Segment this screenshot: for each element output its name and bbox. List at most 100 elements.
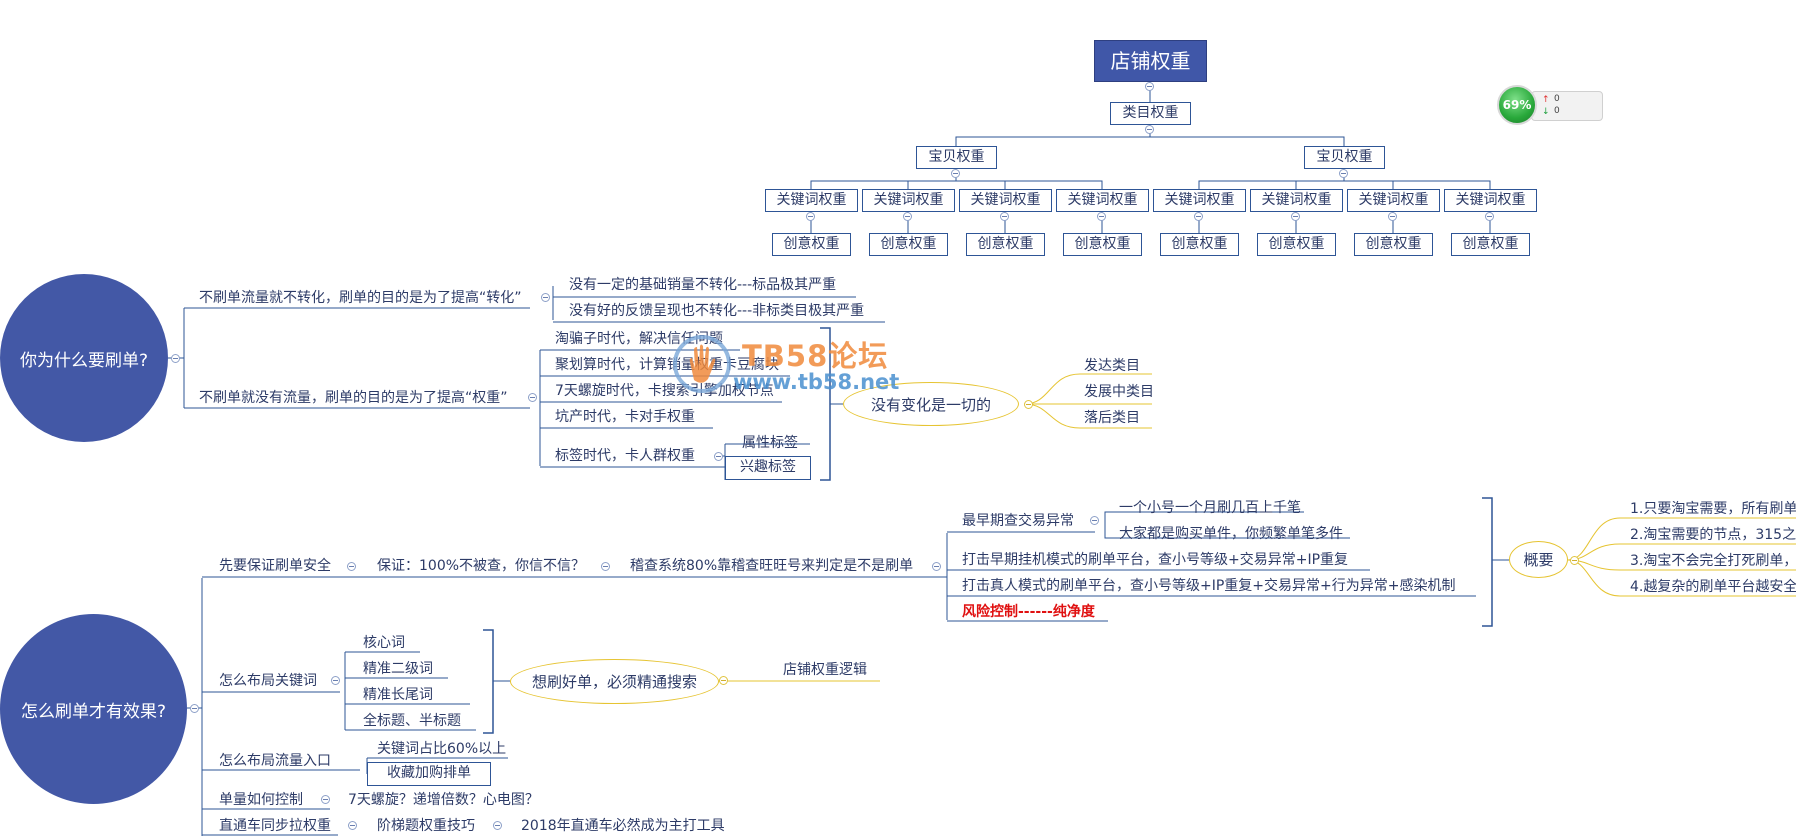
q1-era-1[interactable]: 淘骗子时代，解决信任问题: [555, 331, 723, 347]
q1-era-2[interactable]: 聚划算时代，计算销量权重卡豆腐块: [555, 357, 779, 373]
q2-ztc-grandchild[interactable]: 2018年直通车必然成为主打工具: [521, 818, 725, 834]
keyword-weight-node[interactable]: 关键词权重: [959, 189, 1052, 212]
collapse-toggle-icon[interactable]: [331, 676, 340, 685]
collapse-toggle-icon[interactable]: [601, 562, 610, 571]
collapse-toggle-icon[interactable]: [1145, 125, 1154, 134]
creative-weight-node[interactable]: 创意权重: [1257, 233, 1336, 256]
collapse-toggle-icon[interactable]: [1388, 212, 1397, 221]
q2-overview-3[interactable]: 3.淘宝不会完全打死刷单，: [1630, 553, 1796, 569]
collapse-toggle-icon[interactable]: [528, 393, 537, 402]
q1-summary-oval[interactable]: 没有变化是一切的: [843, 382, 1019, 426]
collapse-toggle-icon[interactable]: [348, 821, 357, 830]
q2-kw-title[interactable]: 全标题、半标题: [363, 713, 461, 729]
q2-volume-child[interactable]: 7天螺旋？递增倍数？心电图？: [348, 792, 539, 808]
q1-tag-interest[interactable]: 兴趣标签: [725, 456, 811, 480]
q2-early-check[interactable]: 最早期查交易异常: [962, 513, 1074, 529]
collapse-toggle-icon[interactable]: [903, 212, 912, 221]
category-node[interactable]: 类目权重: [1110, 102, 1191, 125]
question-how-node[interactable]: 怎么刷单才有效果?: [0, 614, 187, 804]
q2-store-logic[interactable]: 店铺权重逻辑: [783, 662, 867, 678]
q2-keyword-branch[interactable]: 怎么布局关键词: [219, 673, 317, 689]
q1-conversion-child-2[interactable]: 没有好的反馈呈现也不转化---非标类目极其严重: [569, 303, 865, 319]
q2-bot-platform[interactable]: 打击早期挂机模式的刷单平台，查小号等级+交易异常+IP重复: [962, 552, 1349, 568]
creative-weight-node[interactable]: 创意权重: [1354, 233, 1433, 256]
collapse-toggle-icon[interactable]: [1194, 212, 1203, 221]
q2-early-child-2[interactable]: 大家都是购买单件，你频繁单笔多件: [1119, 526, 1343, 542]
q2-traffic-keyword[interactable]: 关键词占比60%以上: [377, 741, 507, 757]
connector-line: [1198, 180, 1491, 189]
keyword-weight-node[interactable]: 关键词权重: [1153, 189, 1246, 212]
speed-panel: ↑ ↓ 0 0: [1531, 91, 1603, 121]
keyword-weight-node[interactable]: 关键词权重: [765, 189, 858, 212]
item-node-left[interactable]: 宝贝权重: [916, 146, 997, 169]
creative-weight-node[interactable]: 创意权重: [1063, 233, 1142, 256]
q2-volume-branch[interactable]: 单量如何控制: [219, 792, 303, 808]
q2-overview-4[interactable]: 4.越复杂的刷单平台越安全: [1630, 579, 1796, 595]
collapse-toggle-icon[interactable]: [719, 676, 728, 685]
q1-tag-attribute[interactable]: 属性标签: [742, 435, 798, 451]
q2-kw-core[interactable]: 核心词: [363, 635, 405, 651]
collapse-toggle-icon[interactable]: [1024, 400, 1033, 409]
collapse-toggle-icon[interactable]: [1097, 212, 1106, 221]
q1-conversion-child-1[interactable]: 没有一定的基础销量不转化---标品极其严重: [569, 277, 837, 293]
collapse-toggle-icon[interactable]: [1000, 212, 1009, 221]
q1-era-5[interactable]: 标签时代，卡人群权重: [555, 448, 695, 464]
collapse-toggle-icon[interactable]: [493, 821, 502, 830]
question-why-node[interactable]: 你为什么要刷单?: [0, 274, 168, 442]
keyword-weight-node[interactable]: 关键词权重: [862, 189, 955, 212]
collapse-toggle-icon[interactable]: [951, 169, 960, 178]
q2-kw-second[interactable]: 精准二级词: [363, 661, 433, 677]
collapse-toggle-icon[interactable]: [1339, 169, 1348, 178]
collapse-toggle-icon[interactable]: [1291, 212, 1300, 221]
q2-traffic-branch[interactable]: 怎么布局流量入口: [219, 753, 331, 769]
creative-weight-node[interactable]: 创意权重: [1451, 233, 1530, 256]
collapse-toggle-icon[interactable]: [1570, 556, 1579, 565]
collapse-toggle-icon[interactable]: [541, 293, 550, 302]
q1-era-4[interactable]: 坑产时代，卡对手权重: [555, 409, 695, 425]
collapse-toggle-icon[interactable]: [347, 562, 356, 571]
collapse-toggle-icon[interactable]: [806, 212, 815, 221]
creative-weight-node[interactable]: 创意权重: [869, 233, 948, 256]
q1-cat-developed[interactable]: 发达类目: [1084, 358, 1140, 374]
collapse-toggle-icon[interactable]: [321, 795, 330, 804]
creative-weight-node[interactable]: 创意权重: [966, 233, 1045, 256]
download-arrow-icon: ↓: [1542, 107, 1550, 117]
q2-safety-branch[interactable]: 先要保证刷单安全: [219, 558, 331, 574]
q2-ztc-child[interactable]: 阶梯题权重技巧: [377, 818, 475, 834]
q2-early-child-1[interactable]: 一个小号一个月刷几百上千笔: [1119, 500, 1301, 516]
q2-risk-control[interactable]: 风险控制------纯净度: [962, 604, 1095, 620]
q2-search-oval[interactable]: 想刷好单，必须精通搜索: [510, 659, 719, 704]
q1-branch-weight[interactable]: 不刷单就没有流量，刷单的目的是为了提高“权重”: [199, 390, 508, 406]
q1-cat-backward[interactable]: 落后类目: [1084, 410, 1140, 426]
creative-weight-node[interactable]: 创意权重: [772, 233, 851, 256]
memory-percent: 69%: [1497, 85, 1537, 125]
collapse-toggle-icon[interactable]: [714, 452, 723, 461]
collapse-toggle-icon[interactable]: [1090, 516, 1099, 525]
item-node-right[interactable]: 宝贝权重: [1304, 146, 1385, 169]
q2-ztc-branch[interactable]: 直通车同步拉权重: [219, 818, 331, 834]
q2-overview-oval[interactable]: 概要: [1509, 541, 1568, 578]
q2-inspection-system[interactable]: 稽查系统80%靠稽查旺旺号来判定是不是刷单: [630, 558, 914, 574]
q2-kw-longtail[interactable]: 精准长尾词: [363, 687, 433, 703]
keyword-weight-node[interactable]: 关键词权重: [1250, 189, 1343, 212]
collapse-toggle-icon[interactable]: [932, 562, 941, 571]
root-node[interactable]: 店铺权重: [1094, 40, 1207, 82]
keyword-weight-node[interactable]: 关键词权重: [1347, 189, 1440, 212]
network-speed-widget[interactable]: ↑ ↓ 0 0 69%: [1497, 85, 1796, 127]
q2-traffic-cart[interactable]: 收藏加购排单: [367, 762, 491, 786]
collapse-toggle-icon[interactable]: [1145, 82, 1154, 91]
q2-guarantee[interactable]: 保证：100%不被查，你信不信？: [377, 558, 586, 574]
connector-curve: [1567, 559, 1621, 597]
q2-overview-1[interactable]: 1.只要淘宝需要，所有刷单: [1630, 501, 1796, 517]
q1-cat-developing[interactable]: 发展中类目: [1084, 384, 1154, 400]
q2-real-person-platform[interactable]: 打击真人模式的刷单平台，查小号等级+IP重复+交易异常+行为异常+感染机制: [962, 578, 1456, 594]
collapse-toggle-icon[interactable]: [171, 354, 180, 363]
collapse-toggle-icon[interactable]: [190, 704, 199, 713]
creative-weight-node[interactable]: 创意权重: [1160, 233, 1239, 256]
collapse-toggle-icon[interactable]: [1485, 212, 1494, 221]
q1-branch-conversion[interactable]: 不刷单流量就不转化，刷单的目的是为了提高“转化”: [199, 290, 522, 306]
keyword-weight-node[interactable]: 关键词权重: [1444, 189, 1537, 212]
q2-overview-2[interactable]: 2.淘宝需要的节点，315之: [1630, 527, 1796, 543]
keyword-weight-node[interactable]: 关键词权重: [1056, 189, 1149, 212]
